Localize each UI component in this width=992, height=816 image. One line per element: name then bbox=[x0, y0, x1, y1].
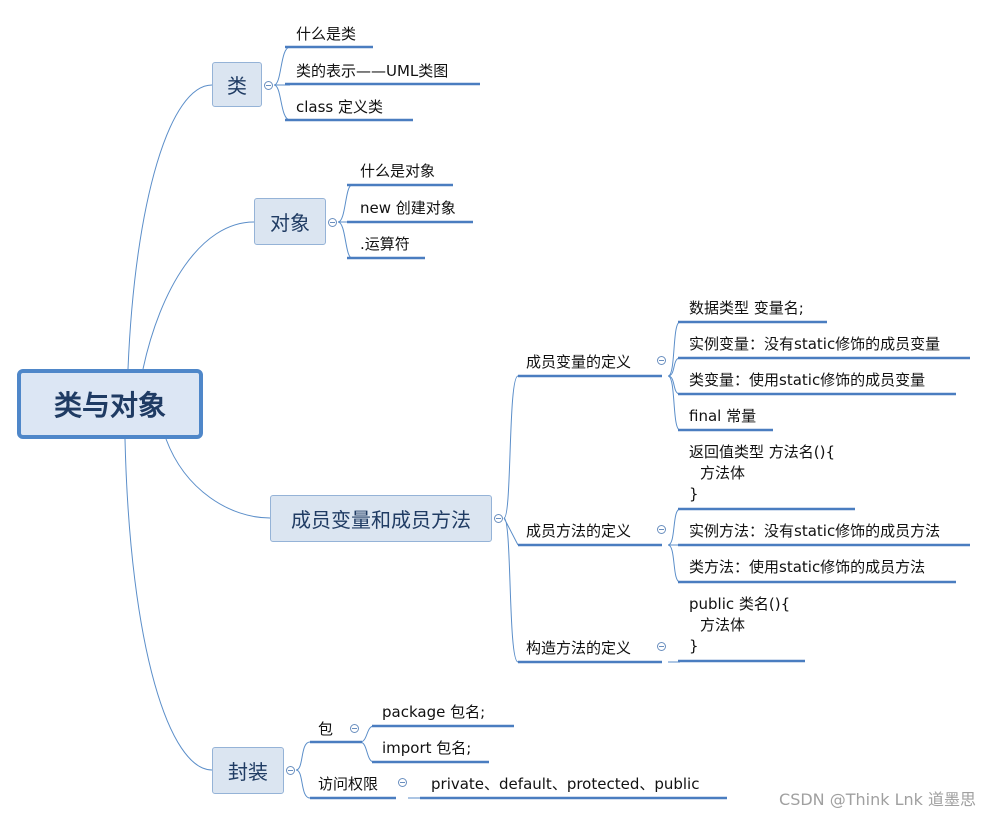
leaf-object-dot[interactable]: .运算符 bbox=[360, 235, 410, 253]
collapse-toggle-field[interactable] bbox=[657, 356, 666, 365]
leaf-object-new[interactable]: new 创建对象 bbox=[360, 199, 456, 217]
leaf-field-final[interactable]: final 常量 bbox=[689, 407, 757, 425]
leaf-package-decl[interactable]: package 包名; bbox=[382, 703, 486, 721]
root-topic[interactable]: 类与对象 bbox=[17, 369, 203, 439]
leaf-object-what[interactable]: 什么是对象 bbox=[360, 162, 436, 180]
branch-encapsulation[interactable]: 封装 bbox=[212, 747, 284, 794]
leaf-method-syntax-line1: 返回值类型 方法名(){ bbox=[689, 443, 836, 461]
connector-root-object bbox=[142, 221, 255, 370]
leaf-method-syntax[interactable]: 返回值类型 方法名(){ 方法体 } bbox=[689, 442, 835, 505]
sub-field-def[interactable]: 成员变量的定义 bbox=[526, 353, 632, 371]
collapse-toggle-encapsulation[interactable] bbox=[286, 766, 295, 775]
leaf-package-import[interactable]: import 包名; bbox=[382, 739, 472, 757]
collapse-toggle-members[interactable] bbox=[494, 514, 503, 523]
leaf-field-instance[interactable]: 实例变量：没有static修饰的成员变量 bbox=[689, 335, 941, 353]
connector-members-subs bbox=[503, 375, 519, 663]
collapse-toggle-class[interactable] bbox=[264, 81, 273, 90]
leaf-method-syntax-line3: } bbox=[689, 485, 699, 503]
collapse-toggle-package[interactable] bbox=[350, 724, 359, 733]
collapse-toggle-access[interactable] bbox=[398, 778, 407, 787]
connector-root-encapsulation bbox=[124, 438, 213, 771]
sub-access[interactable]: 访问权限 bbox=[318, 775, 379, 793]
leaf-ctor-syntax-line3: } bbox=[689, 637, 699, 655]
sub-ctor-def[interactable]: 构造方法的定义 bbox=[526, 639, 632, 657]
leaf-class-what[interactable]: 什么是类 bbox=[296, 25, 357, 43]
leaf-access-modifiers[interactable]: private、default、protected、public bbox=[431, 775, 700, 793]
watermark: CSDN @Think Lnk 道墨思 bbox=[779, 790, 976, 809]
leaf-ctor-syntax-line1: public 类名(){ bbox=[689, 595, 791, 613]
branch-object[interactable]: 对象 bbox=[254, 198, 326, 245]
connector-package-items bbox=[359, 725, 375, 763]
leaf-ctor-syntax[interactable]: public 类名(){ 方法体 } bbox=[689, 594, 790, 657]
connector-field-items bbox=[667, 321, 681, 431]
collapse-toggle-object[interactable] bbox=[328, 218, 337, 227]
leaf-class-define[interactable]: class 定义类 bbox=[296, 98, 384, 116]
leaf-method-syntax-line2: 方法体 bbox=[700, 464, 746, 482]
leaf-method-instance[interactable]: 实例方法：没有static修饰的成员方法 bbox=[689, 522, 941, 540]
leaf-field-decl[interactable]: 数据类型 变量名; bbox=[689, 299, 804, 317]
branch-class[interactable]: 类 bbox=[212, 62, 262, 107]
leaf-class-uml[interactable]: 类的表示——UML类图 bbox=[296, 62, 449, 80]
sub-package[interactable]: 包 bbox=[318, 720, 334, 738]
connector-encap-subs bbox=[295, 741, 311, 799]
sub-method-def[interactable]: 成员方法的定义 bbox=[526, 522, 632, 540]
connector-root-class bbox=[127, 84, 213, 370]
collapse-toggle-ctor[interactable] bbox=[657, 642, 666, 651]
leaf-method-class[interactable]: 类方法：使用static修饰的成员方法 bbox=[689, 558, 926, 576]
leaf-ctor-syntax-line2: 方法体 bbox=[700, 616, 746, 634]
connector-root-members bbox=[165, 438, 271, 519]
leaf-field-class[interactable]: 类变量：使用static修饰的成员变量 bbox=[689, 371, 926, 389]
collapse-toggle-method[interactable] bbox=[657, 525, 666, 534]
branch-members[interactable]: 成员变量和成员方法 bbox=[270, 495, 492, 542]
